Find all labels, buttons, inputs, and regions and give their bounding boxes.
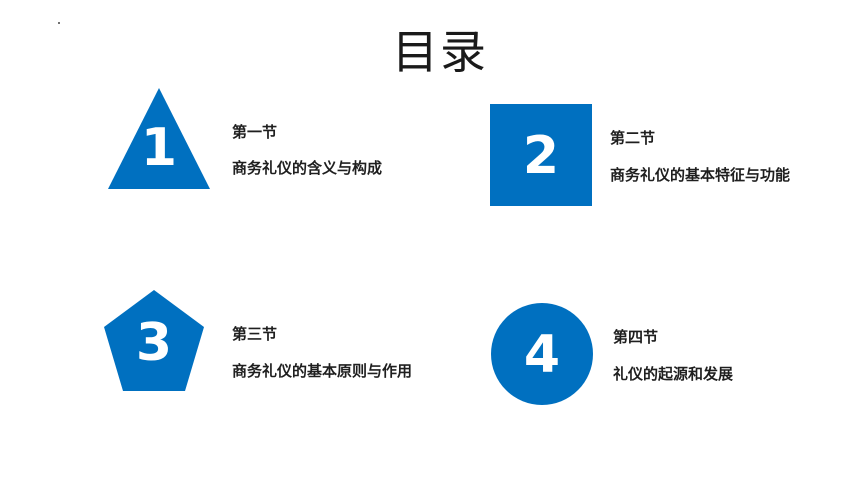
circle-shape [491, 303, 593, 405]
pentagon-shape [104, 290, 204, 391]
section-heading-3: 第三节 [232, 325, 278, 343]
section-subtitle-4: 礼仪的起源和发展 [613, 365, 734, 383]
section-number-4: 4 [523, 325, 561, 385]
section-subtitle-2: 商务礼仪的基本特征与功能 [610, 166, 791, 184]
triangle-shape [108, 88, 210, 189]
section-number-1: 1 [140, 118, 178, 178]
section-number-3: 3 [135, 313, 173, 373]
section-heading-1: 第一节 [232, 123, 278, 141]
section-number-2: 2 [522, 126, 560, 186]
page-title: 目录 [392, 25, 488, 79]
square-shape [490, 104, 592, 206]
section-subtitle-3: 商务礼仪的基本原则与作用 [232, 362, 413, 380]
section-heading-4: 第四节 [613, 328, 659, 346]
section-subtitle-1: 商务礼仪的含义与构成 [232, 159, 383, 177]
decorative-dot [58, 22, 60, 24]
section-heading-2: 第二节 [610, 129, 656, 147]
